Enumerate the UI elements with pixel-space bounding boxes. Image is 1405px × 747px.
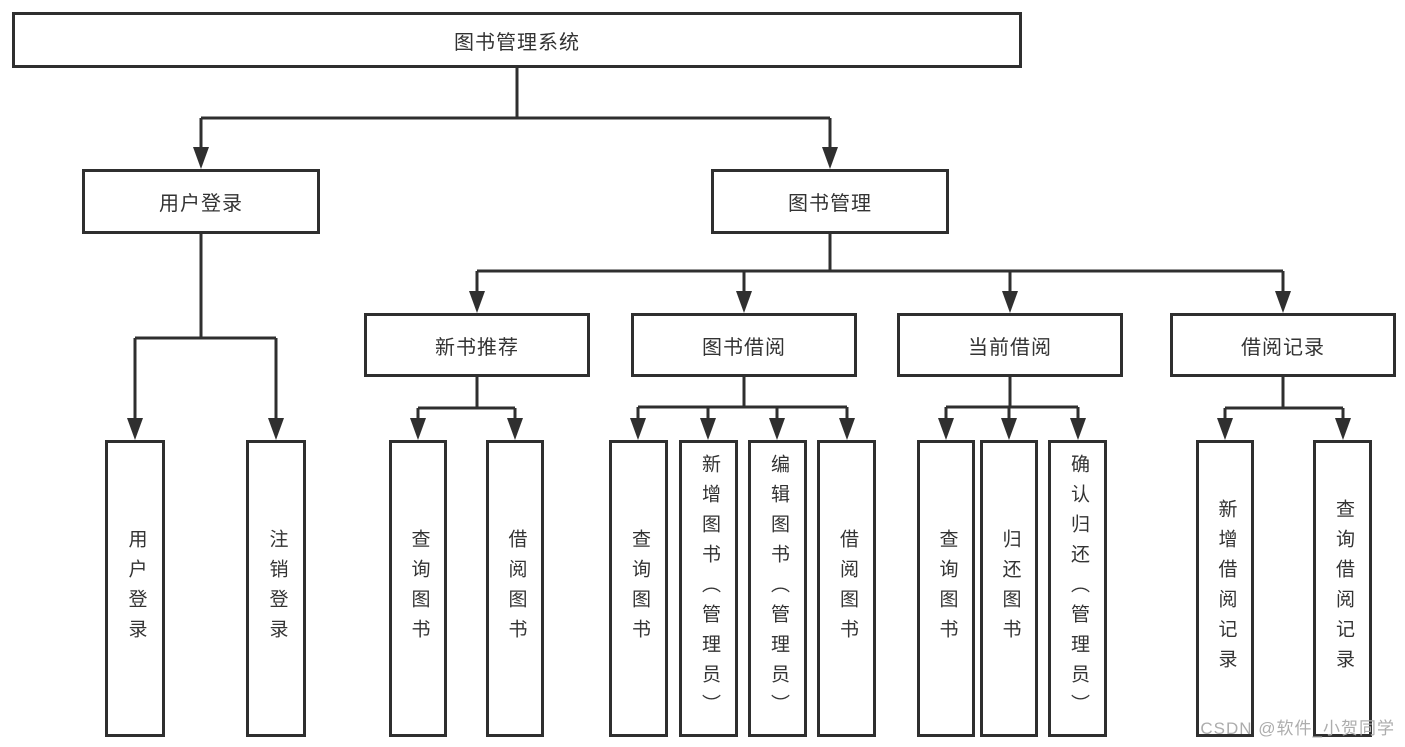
node-label: 当前借阅 [968,336,1052,359]
node-new-book-recommend: 新书推荐 [364,313,590,377]
leaf-label: 查询图书 [628,528,650,649]
leaf-label: 新增借阅记录 [1215,498,1237,679]
leaf-label: 借阅图书 [505,528,527,649]
watermark-text: CSDN @软件_小贺同学 [1200,719,1395,738]
leaf-borrow-books: 借阅图书 [486,440,544,737]
node-label: 新书推荐 [435,336,519,359]
leaf-label: 归还图书 [999,528,1021,649]
node-label: 借阅记录 [1241,336,1325,359]
leaf-add-borrow-record: 新增借阅记录 [1196,440,1254,737]
leaf-label: 新增图书（管理员） [698,453,720,724]
leaf-user-login: 用户登录 [105,440,165,737]
node-book-borrow: 图书借阅 [631,313,857,377]
leaf-query-books: 查询图书 [609,440,668,737]
leaf-label: 注销登录 [266,528,288,649]
leaf-label: 查询图书 [408,528,430,649]
node-book-management: 图书管理 [711,169,949,234]
node-label: 用户登录 [159,193,243,215]
leaf-logout-login: 注销登录 [246,440,306,737]
leaf-confirm-return-admin: 确认归还（管理员） [1048,440,1107,737]
node-label: 图书借阅 [702,336,786,359]
leaf-add-books-admin: 新增图书（管理员） [679,440,738,737]
leaf-query-borrow-record: 查询借阅记录 [1313,440,1372,737]
node-library-system: 图书管理系统 [12,12,1022,68]
node-user-login: 用户登录 [82,169,320,234]
node-borrow-record: 借阅记录 [1170,313,1396,377]
leaf-label: 确认归还（管理员） [1067,453,1089,724]
leaf-label: 查询图书 [936,528,958,649]
node-label: 图书管理系统 [454,31,580,54]
leaf-edit-books-admin: 编辑图书（管理员） [748,440,807,737]
leaf-label: 借阅图书 [836,528,858,649]
node-current-borrow: 当前借阅 [897,313,1123,377]
leaf-return-books: 归还图书 [980,440,1038,737]
leaf-borrow-books: 借阅图书 [817,440,876,737]
leaf-label: 用户登录 [125,528,147,649]
leaf-query-books: 查询图书 [917,440,975,737]
leaf-query-books: 查询图书 [389,440,447,737]
leaf-label: 编辑图书（管理员） [767,453,789,724]
node-label: 图书管理 [788,193,872,215]
leaf-label: 查询借阅记录 [1332,498,1354,679]
